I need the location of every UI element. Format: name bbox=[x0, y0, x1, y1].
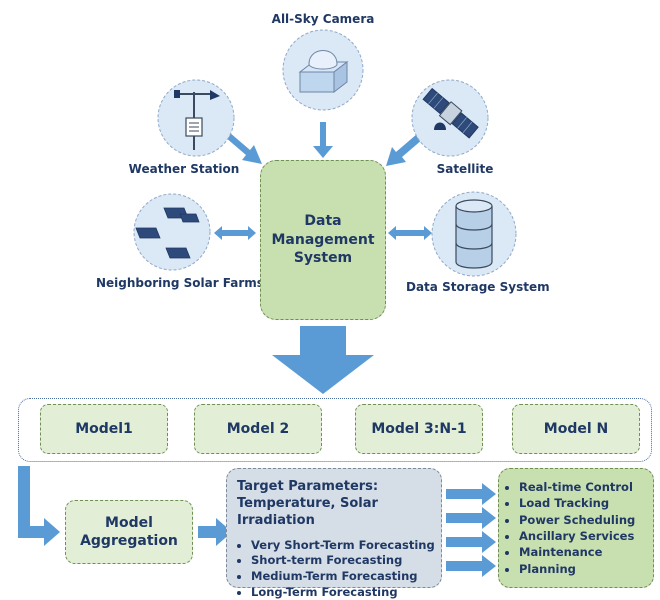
data-management-system-label: Data Management System bbox=[271, 212, 375, 267]
model-aggregation-box: Model Aggregation bbox=[65, 500, 193, 564]
camera-icon bbox=[282, 29, 364, 111]
all-sky-camera-label: All-Sky Camera bbox=[271, 12, 375, 26]
database-icon bbox=[431, 191, 517, 277]
target-parameters-box: Target Parameters: Temperature, Solar Ir… bbox=[226, 468, 442, 599]
weather-station-icon bbox=[157, 79, 235, 157]
list-item: Power Scheduling bbox=[519, 512, 649, 528]
target-parameters: Temperature, Solar Irradiation bbox=[237, 495, 378, 528]
arrows-target-to-applications bbox=[446, 483, 496, 577]
applications-list: Real-time Control Load Tracking Power Sc… bbox=[505, 479, 649, 577]
list-item: Long-Term Forecasting bbox=[251, 585, 433, 600]
models-container bbox=[18, 398, 652, 462]
applications-box: Real-time Control Load Tracking Power Sc… bbox=[498, 468, 654, 588]
satellite-label: Satellite bbox=[436, 162, 494, 176]
target-heading: Target Parameters: bbox=[237, 479, 379, 494]
solar-panels-icon bbox=[133, 193, 211, 271]
arrow-models-to-aggregation bbox=[18, 466, 60, 546]
list-item: Ancillary Services bbox=[519, 528, 649, 544]
weather-station-label: Weather Station bbox=[128, 162, 240, 176]
arrow-aggregation-to-target bbox=[198, 518, 232, 546]
list-item: Planning bbox=[519, 561, 649, 577]
model-box-3: Model 3:N-1 bbox=[355, 404, 483, 454]
arrow-camera-to-dms bbox=[313, 122, 333, 158]
list-item: Load Tracking bbox=[519, 495, 649, 511]
list-item: Maintenance bbox=[519, 544, 649, 560]
data-storage-system-label: Data Storage System bbox=[406, 280, 550, 294]
list-item: Very Short-Term Forecasting bbox=[251, 538, 435, 554]
model-box-n: Model N bbox=[512, 404, 640, 454]
neighboring-solar-farms-label: Neighboring Solar Farms bbox=[96, 276, 264, 290]
arrow-dms-storage bbox=[388, 226, 432, 240]
arrow-solar-farms-dms bbox=[214, 226, 256, 240]
data-management-system-box: Data Management System bbox=[260, 160, 386, 320]
list-item: Real-time Control bbox=[519, 479, 649, 495]
model-box-1: Model1 bbox=[40, 404, 168, 454]
model-box-2: Model 2 bbox=[194, 404, 322, 454]
forecasting-horizons-list: Very Short-Term Forecasting Short-term F… bbox=[237, 538, 435, 600]
list-item: Short-term Forecasting bbox=[251, 553, 433, 569]
list-item: Medium-Term Forecasting bbox=[251, 569, 433, 585]
satellite-icon bbox=[411, 79, 489, 157]
big-down-arrow bbox=[272, 326, 374, 394]
